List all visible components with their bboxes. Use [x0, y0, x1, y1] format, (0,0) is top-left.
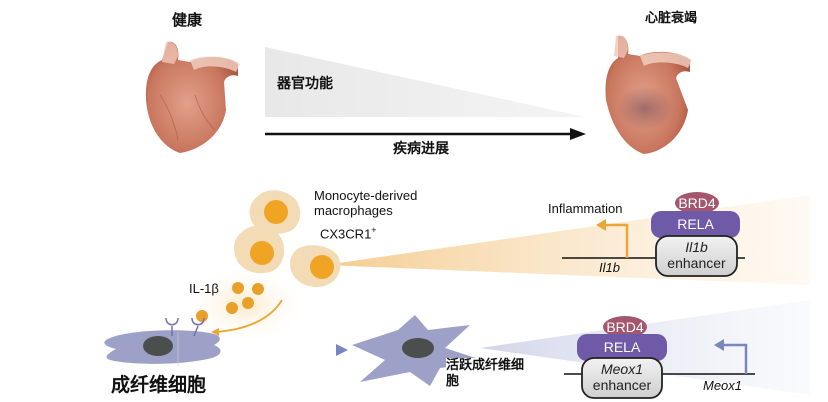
organ-function-label: 器官功能: [277, 76, 333, 92]
il1b-particles: [196, 282, 264, 322]
meox1-rela-label: RELA: [603, 339, 641, 355]
fibroblast-label: 成纤维细胞: [111, 374, 207, 396]
macrophage-title-line1: Monocyte-derived: [314, 188, 418, 203]
receptor-icon: [165, 317, 179, 336]
disease-progression-label: 疾病进展: [393, 141, 449, 157]
meox1-brd4-label: BRD4: [606, 319, 644, 335]
il1b-enhancer-box: [655, 235, 738, 277]
meox1-locus: [564, 316, 755, 399]
macrophage-marker: CX3CR1+: [320, 225, 377, 241]
macrophage-nucleus: [264, 200, 288, 224]
meox1-enhancer-label: Meox1 enhancer: [582, 361, 662, 393]
meox1-enhancer-line1: Meox1: [600, 361, 644, 377]
activated-fibroblast-line2: 胞: [446, 374, 460, 389]
il1b-locus: [562, 192, 745, 277]
activation-arrow: [245, 344, 348, 356]
il1b-enhancer-line1: Il1b: [685, 239, 708, 255]
macrophage-title: Monocyte-derived macrophages: [314, 188, 417, 218]
macrophage-nucleus: [310, 255, 334, 279]
activated-fibroblast-label: 活跃成纤维细 胞: [446, 358, 525, 390]
meox1-brd4-protein: [603, 316, 647, 338]
macrophage-cluster: [234, 190, 341, 288]
il1b-cytokine-label: IL-1β: [189, 281, 219, 296]
activated-fibroblast: [352, 315, 488, 386]
cytokine-signal-arrow: [211, 299, 283, 336]
macrophage-title-line2: macrophages: [314, 203, 393, 218]
marker-sup: +: [371, 225, 377, 235]
meox1-transcription-arrow: [722, 343, 748, 374]
il1b-transcription-arrow: [604, 223, 629, 258]
failing-heart-image: [605, 35, 692, 155]
meox1-rela-protein: [577, 334, 667, 361]
il1b-rela-label: RELA: [677, 216, 714, 232]
healthy-label: 健康: [172, 11, 203, 29]
healthy-heart-image: [145, 41, 240, 154]
receptor-icon: [191, 317, 205, 337]
il1b-brd4-protein: [675, 192, 719, 214]
il1b-rela-protein: [651, 211, 740, 238]
il1b-enhancer-label: Il1b enhancer: [656, 239, 737, 271]
il1b-enhancer-line2: enhancer: [667, 255, 726, 271]
disease-progression-arrow: [265, 128, 586, 140]
meox1-enhancer-line2: enhancer: [592, 377, 652, 393]
meox1-enhancer-box: [581, 357, 663, 399]
inflammation-label: Inflammation: [548, 201, 623, 216]
macrophage-nucleus: [250, 241, 274, 265]
il1b-brd4-label: BRD4: [678, 195, 716, 211]
meox1-gene-label: Meox1: [703, 378, 743, 393]
resting-fibroblast: [104, 317, 221, 366]
il1b-gene-label: Il1b: [599, 260, 620, 275]
organ-function-wedge: [265, 47, 585, 117]
activated-fibroblast-line1: 活跃成纤维细: [446, 358, 525, 373]
marker-name: CX3CR1: [320, 226, 372, 242]
heart-failure-label: 心脏衰竭: [645, 11, 698, 26]
